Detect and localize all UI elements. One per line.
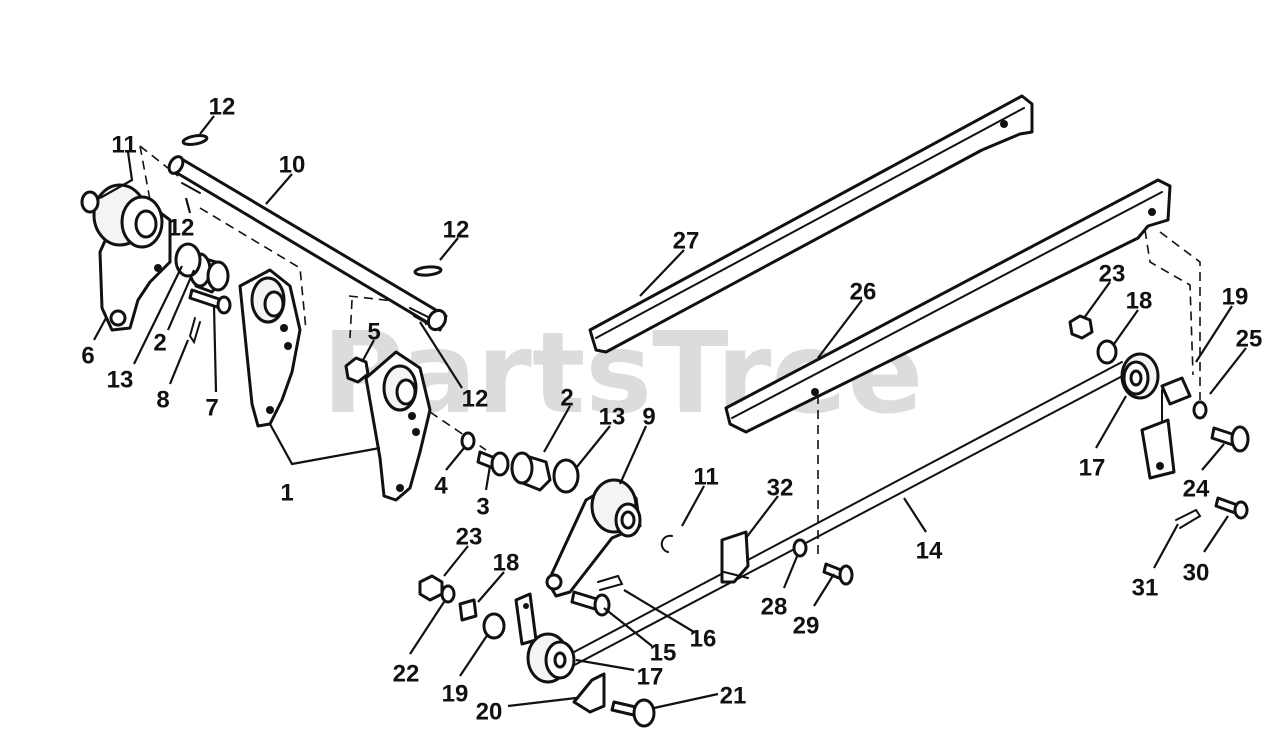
bolt-part-21: [610, 698, 656, 728]
callout-19: 19: [1222, 283, 1249, 310]
callout-16: 16: [690, 625, 717, 652]
callout-27: 27: [673, 227, 700, 254]
callout-30: 30: [1183, 559, 1210, 586]
bolt-part-3: [476, 450, 510, 477]
callout-1: 1: [280, 479, 293, 506]
callout-12: 12: [168, 214, 195, 241]
callout-21: 21: [720, 682, 747, 709]
callout-14: 14: [916, 537, 943, 564]
callout-12: 12: [462, 385, 489, 412]
pin-part-15: [570, 590, 611, 617]
cotter-part-31: [1175, 508, 1202, 529]
callout-28: 28: [761, 593, 788, 620]
pulley-part-17-right: [1120, 352, 1160, 400]
bracket-part-20-lower: [572, 672, 606, 714]
bushing-part-2-center: [510, 451, 552, 492]
callout-2: 2: [560, 384, 573, 411]
arm-part-9: [545, 478, 642, 598]
washer-part-4: [460, 431, 476, 451]
callout-11: 11: [111, 131, 136, 158]
cotter-pin-part-8: [188, 317, 201, 345]
rail-part-27: [588, 94, 1034, 354]
washer-part-22: [440, 584, 456, 604]
callout-2: 2: [153, 329, 166, 356]
bolt-part-24: [1210, 425, 1250, 453]
bracket-part-20-right: [1140, 389, 1176, 480]
callout-25: 25: [1236, 325, 1263, 352]
bracket-part-20-left: [514, 592, 538, 646]
callout-24: 24: [1183, 475, 1210, 502]
callout-7: 7: [205, 394, 218, 421]
rail-part-26: [724, 178, 1172, 434]
callout-9: 9: [642, 403, 655, 430]
callout-4: 4: [434, 472, 448, 499]
callout-19: 19: [442, 680, 469, 707]
key-12-right: [413, 265, 443, 277]
nut-part-23-left: [418, 574, 444, 602]
callout-17: 17: [637, 663, 664, 690]
bushing-part-19-left: [482, 612, 506, 640]
washer-part-28: [792, 538, 808, 558]
callout-10: 10: [279, 151, 306, 178]
callout-15: 15: [650, 639, 677, 666]
shaft-part-10: [167, 155, 448, 332]
cotter-part-16: [597, 574, 624, 591]
cable-part-14: [539, 361, 1131, 681]
ring-part-11-left: [80, 190, 100, 214]
spacer-part-18-left: [458, 598, 478, 622]
callout-12: 12: [209, 93, 236, 120]
callout-5: 5: [367, 318, 380, 345]
callout-11: 11: [693, 463, 718, 490]
key-12-top: [181, 134, 209, 146]
callout-32: 32: [767, 474, 794, 501]
callout-18: 18: [493, 549, 520, 576]
callout-26: 26: [850, 278, 877, 305]
spacer-part-18-right: [1096, 339, 1118, 365]
callout-3: 3: [476, 493, 489, 520]
callout-31: 31: [1132, 574, 1159, 601]
callout-13: 13: [107, 366, 134, 393]
pin-part-7: [188, 288, 232, 315]
bushing-part-2-left: [188, 252, 230, 294]
nut-part-5: [344, 356, 370, 384]
bushing-part-19-right: [1160, 376, 1192, 406]
callout-23: 23: [456, 523, 483, 550]
callout-29: 29: [793, 612, 820, 639]
callout-23: 23: [1099, 260, 1126, 287]
callout-13: 13: [599, 403, 626, 430]
plate-part-1-left: [238, 268, 302, 428]
callout-17: 17: [1079, 454, 1106, 481]
callout-8: 8: [156, 386, 169, 413]
nut-part-23-right: [1068, 314, 1094, 340]
callout-12: 12: [443, 216, 470, 243]
bracket-part-32: [720, 530, 750, 584]
pulley-part-17-left: [526, 632, 576, 684]
washer-part-13-center: [552, 458, 580, 494]
ring-part-11-center: [660, 534, 673, 553]
screw-part-29: [822, 562, 854, 586]
plate-part-1-right: [364, 350, 432, 502]
leader-lines: [93, 115, 1247, 710]
washer-part-25: [1192, 400, 1208, 420]
bracket-part-6: [92, 183, 172, 332]
callout-18: 18: [1126, 287, 1153, 314]
callout-20: 20: [476, 698, 503, 725]
callout-6: 6: [81, 342, 94, 369]
pin-part-30: [1214, 496, 1249, 520]
callout-22: 22: [393, 660, 420, 687]
